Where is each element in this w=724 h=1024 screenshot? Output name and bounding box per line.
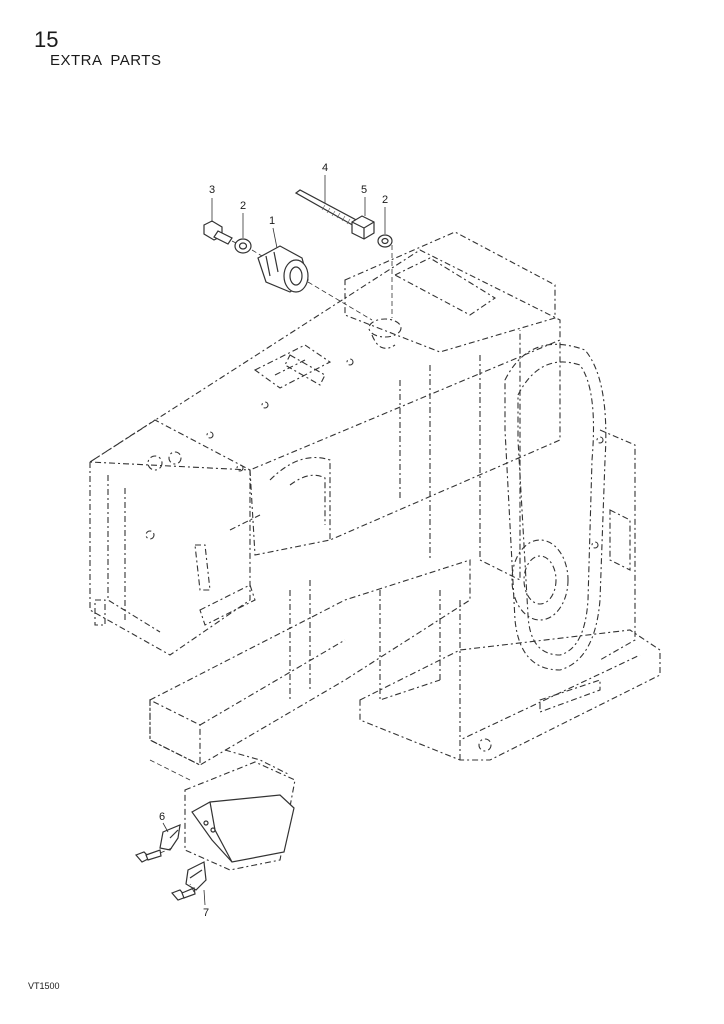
hook-area-phantom	[184, 761, 296, 871]
part-1-bushing	[257, 245, 309, 293]
part-4-long-screw	[294, 189, 361, 228]
section-title: EXTRA PARTS	[50, 52, 162, 69]
part-2-washer-left	[234, 238, 252, 254]
part-7-clip	[185, 861, 207, 891]
hook-guard	[191, 794, 295, 863]
part-7-screw	[170, 887, 196, 901]
callout-7: 7	[203, 907, 209, 919]
drawing-code: VT1500	[28, 981, 60, 991]
callout-6: 6	[159, 811, 165, 823]
part-6-screw	[134, 849, 162, 863]
callout-3: 3	[209, 184, 215, 196]
callout-5: 5	[361, 184, 367, 196]
part-3-screw	[203, 220, 233, 245]
callout-2-left: 2	[240, 200, 246, 212]
callouts: 3 2 1 4 5 2 6 7	[159, 162, 388, 919]
leader-lines	[149, 175, 393, 906]
callout-4: 4	[322, 162, 328, 174]
callout-2-right: 2	[382, 194, 388, 206]
machine-body-phantom	[89, 231, 661, 776]
callout-1: 1	[269, 215, 275, 227]
part-6-bracket	[159, 824, 181, 851]
page-number: 15	[34, 27, 59, 52]
part-2-washer-right	[377, 234, 393, 248]
part-5-nut	[351, 215, 375, 240]
